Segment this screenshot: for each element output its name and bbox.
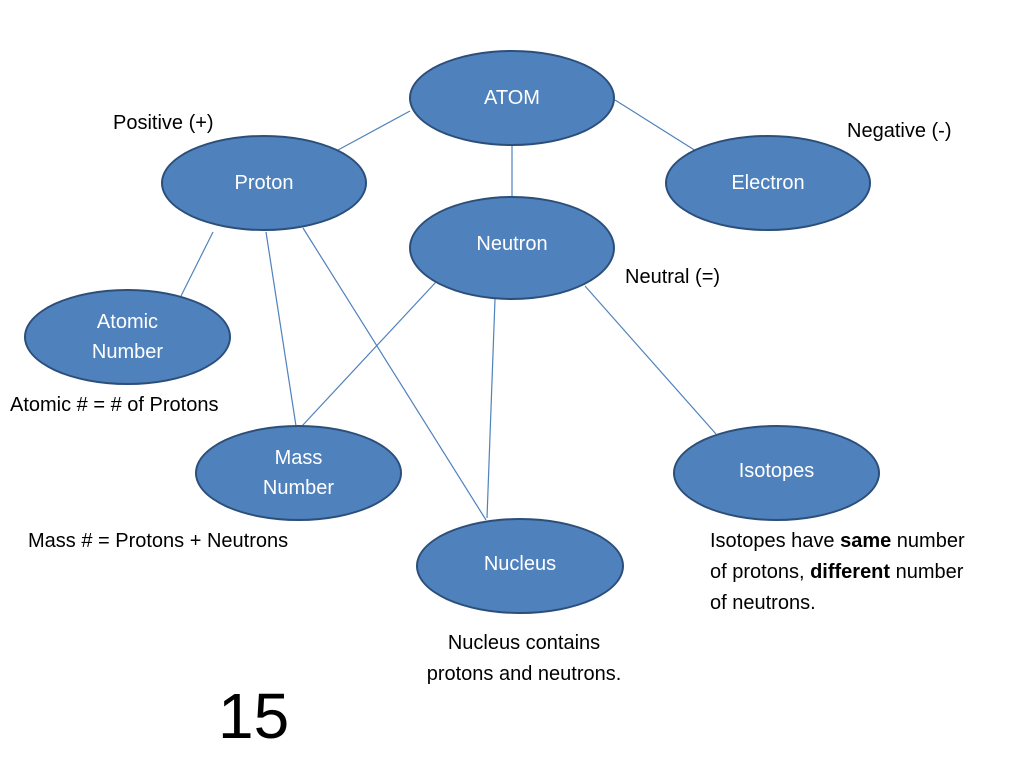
isotopes-text: Isotopes have — [710, 530, 841, 552]
proton-charge-note: Positive (+) — [113, 112, 214, 134]
isotopes-emphasis-same: same — [840, 530, 892, 552]
isotopes-label: Isotopes — [738, 460, 815, 482]
mass-number-definition: Mass # = Protons + Neutrons — [28, 530, 289, 552]
link-neutron-nucleus — [486, 298, 496, 519]
nucleus-definition-line1: Nucleus contains — [447, 632, 601, 654]
link-neutron-isotopes — [584, 285, 717, 435]
link-atom-proton — [337, 110, 411, 151]
isotopes-definition: Isotopes have same number of protons, di… — [710, 526, 965, 619]
nucleus-definition-line2: protons and neutrons. — [426, 663, 622, 685]
isotopes-definition-line2: of protons, different number — [710, 557, 965, 588]
electron-node: Electron — [665, 135, 871, 231]
isotopes-node: Isotopes — [673, 425, 880, 521]
proton-label: Proton — [234, 172, 294, 194]
nucleus-definition: Nucleus contains protons and neutrons. — [400, 628, 648, 690]
proton-node: Proton — [161, 135, 367, 231]
isotopes-definition-line3: of neutrons. — [710, 592, 816, 614]
neutron-charge-note: Neutral (=) — [625, 266, 721, 288]
mass-number-label-line2: Number — [262, 477, 335, 499]
isotopes-emphasis-different: different — [810, 561, 891, 583]
nucleus-node: Nucleus — [416, 518, 624, 614]
atomic-number-label-line2: Number — [91, 341, 164, 363]
atomic-number-label-line1: Atomic — [96, 311, 159, 333]
mass-number-label-line1: Mass — [274, 447, 323, 469]
nucleus-label: Nucleus — [483, 553, 557, 575]
electron-charge-note: Negative (-) — [847, 120, 952, 142]
isotopes-text: of protons, — [710, 561, 811, 583]
isotopes-text: number — [890, 561, 964, 583]
isotopes-definition-line1: Isotopes have same number — [710, 526, 965, 557]
atomic-number-node: Atomic Number — [24, 289, 231, 385]
electron-label: Electron — [731, 172, 805, 194]
link-proton-nucleus — [302, 227, 487, 521]
atomic-number-definition: Atomic # = # of Protons — [10, 394, 219, 416]
link-proton-atomic-number — [180, 231, 214, 297]
link-proton-mass-number — [265, 231, 297, 427]
link-atom-electron — [614, 99, 697, 152]
neutron-node: Neutron — [409, 196, 615, 300]
link-neutron-mass-number — [301, 281, 437, 427]
neutron-label: Neutron — [476, 233, 548, 255]
isotopes-text: number — [891, 530, 965, 552]
page-number: 15 — [218, 680, 290, 752]
atom-node: ATOM — [409, 50, 615, 146]
atom-label: ATOM — [484, 87, 540, 109]
mass-number-node: Mass Number — [195, 425, 402, 521]
